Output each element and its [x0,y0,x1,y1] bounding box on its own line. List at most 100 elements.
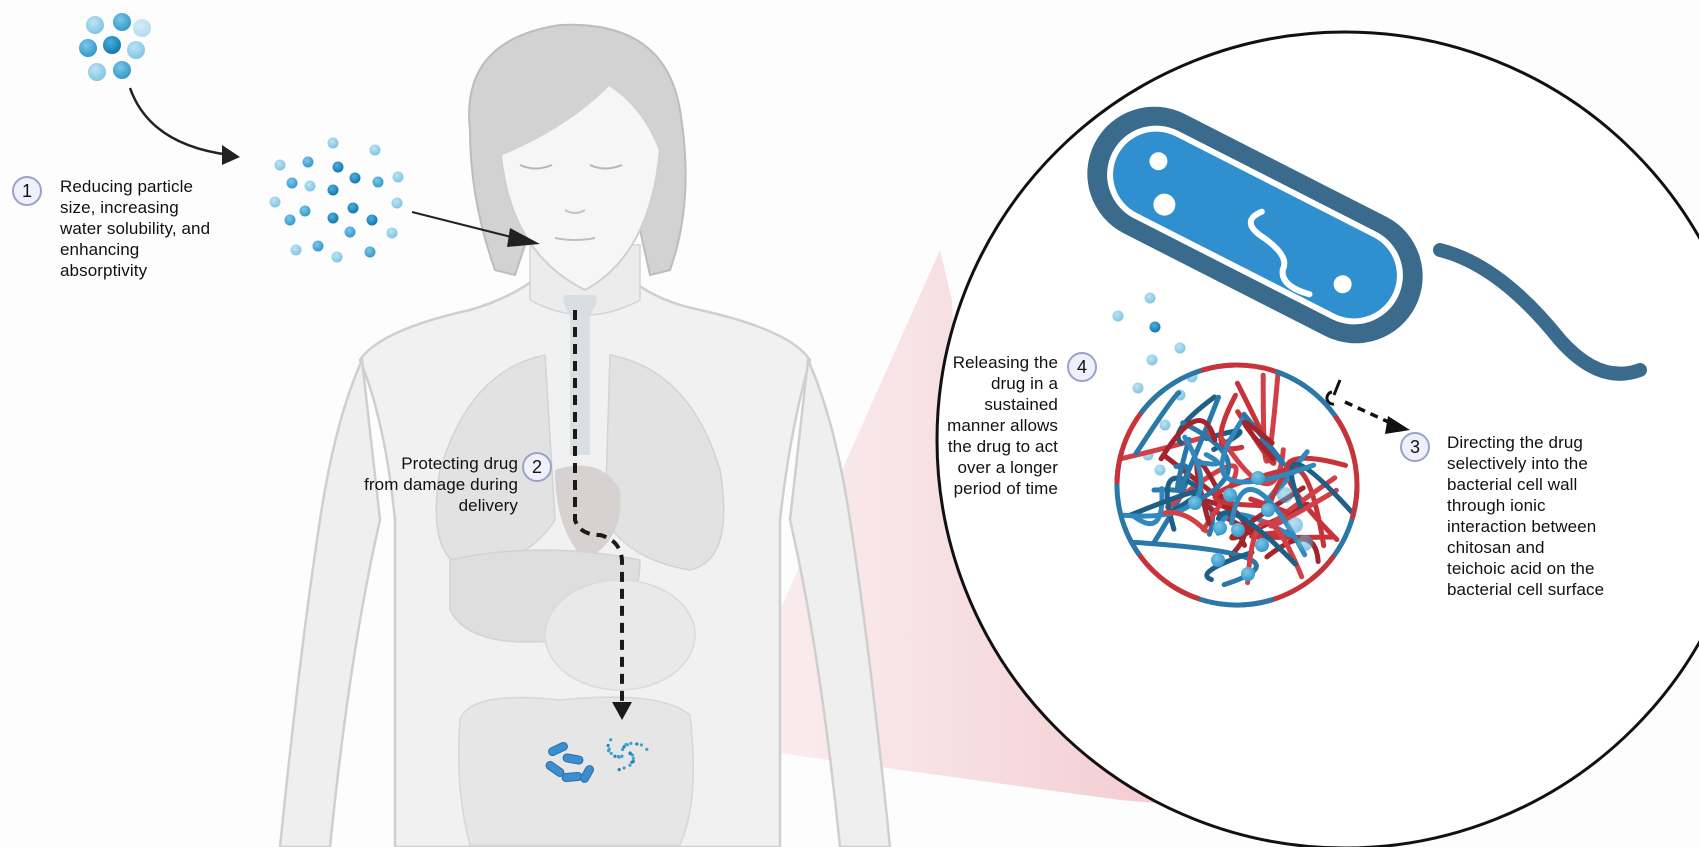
released-drug-particle [1154,464,1166,476]
large-particle [88,63,106,81]
gut-nanoparticle [607,747,611,751]
gut-nanoparticle [639,743,644,747]
polymer-strand [1180,420,1231,503]
gut-nanoparticle [606,743,610,748]
step-3-line: through ionic [1447,496,1546,515]
step-4-line: the drug to act [947,437,1058,456]
nanoparticle [327,137,339,149]
step-4-line: over a longer [957,458,1058,477]
gut-nanoparticle [628,751,632,756]
step-3-line: interaction between [1447,517,1597,536]
nanoparticle [364,246,376,258]
targeting-arrow [1344,400,1396,427]
step-3-line: chitosan and [1447,538,1545,557]
encapsulated-drug-particle [1261,503,1275,517]
released-drug-particle [1146,354,1158,366]
nanoparticle [369,144,381,156]
polymer-strand [1158,418,1218,462]
nanoparticle [391,197,403,209]
nanoparticle [327,212,339,224]
polymer-strand [1204,549,1255,582]
step-2-line: delivery [458,496,518,515]
encapsulated-drug-particle [1251,471,1265,485]
nanoparticle [284,214,296,226]
polymer-strand [1260,370,1281,464]
nanoparticle [299,205,311,217]
step-4-line: sustained [984,395,1058,414]
released-drug-particle [1159,419,1171,431]
encapsulated-drug-particle [1188,496,1202,510]
polymer-strand [1333,414,1360,520]
nanoparticle [290,244,302,256]
polymer-strand [1175,394,1217,446]
nanoparticle [286,177,298,189]
large-particle [127,41,145,59]
nanoparticle [331,251,343,263]
large-particle [86,16,104,34]
step-2-label: Protecting drug from damage during deliv… [318,453,518,516]
gut-nanoparticle [630,760,634,764]
released-drug-particle [1149,321,1161,333]
gut-nanoparticle [616,754,620,759]
nanoparticle [302,156,314,168]
encapsulated-drug-particle [1231,523,1245,537]
gut-nanoparticle [631,756,635,761]
polymer-strand [1245,519,1305,586]
step-2-badge: 2 [522,452,552,482]
polymer-strand [1133,390,1182,456]
nanoparticle [304,180,316,192]
nanoparticle [349,172,361,184]
human-body-icon [278,23,892,847]
gut-nanoparticle [609,738,613,742]
oral-intake-arrow [411,211,524,241]
binding-tether [1325,379,1342,406]
released-drug-particle [1174,342,1186,354]
large-particle [113,61,131,79]
polymer-strand [1129,486,1165,527]
gut-nanoparticle [645,747,649,751]
step-4-line: drug in a [990,374,1058,393]
step-3-line: selectively into the [1447,454,1588,473]
step-3-label: Directing the drug selectively into the … [1447,432,1687,600]
step-4-badge: 4 [1067,352,1097,382]
gut-nanoparticle [629,741,633,746]
released-drug-particle [1112,310,1124,322]
nanoparticle [372,176,384,188]
gut-nanoparticle [628,763,632,767]
nanoparticle [386,227,398,239]
gut-nanoparticles-icon [606,738,649,772]
nanoparticle [392,171,404,183]
gut-bacteria-icon [545,741,594,783]
gut-nanoparticle [621,747,625,752]
large-particle [113,13,131,31]
encapsulated-drug-particle [1241,567,1255,581]
polymer-strand [1215,510,1298,567]
step-4-line: Releasing the [952,353,1058,372]
step-1-line: size, increasing [60,198,179,217]
encapsulated-drug-particle [1223,488,1237,502]
size-reduction-arrow [128,87,231,157]
large-particle [133,19,151,37]
chitosan-nanoparticle-icon [1114,362,1360,608]
encapsulated-drug-particle [1287,517,1303,533]
nanoparticle [269,196,281,208]
gut-nanoparticle [613,754,617,758]
polymer-strand [1195,452,1221,467]
large-particle [79,39,97,57]
step-1-line: water solubility, and [60,219,211,238]
step-3-line: bacterial cell surface [1447,580,1605,599]
nanoparticle [366,214,378,226]
nanoparticle [347,202,359,214]
step-3-line: bacterial cell wall [1447,475,1578,494]
gut-nanoparticle [635,742,639,746]
encapsulated-drug-particle [1297,535,1313,551]
encapsulated-drug-particle [1277,487,1293,503]
released-drug-particle [1144,292,1156,304]
step-1-line: absorptivity [60,261,148,280]
polymer-strand [1162,509,1209,534]
nanoparticle [332,161,344,173]
step-4-line: period of time [953,479,1058,498]
particle-cluster-icon [79,13,151,81]
gut-nanoparticle [630,753,635,757]
